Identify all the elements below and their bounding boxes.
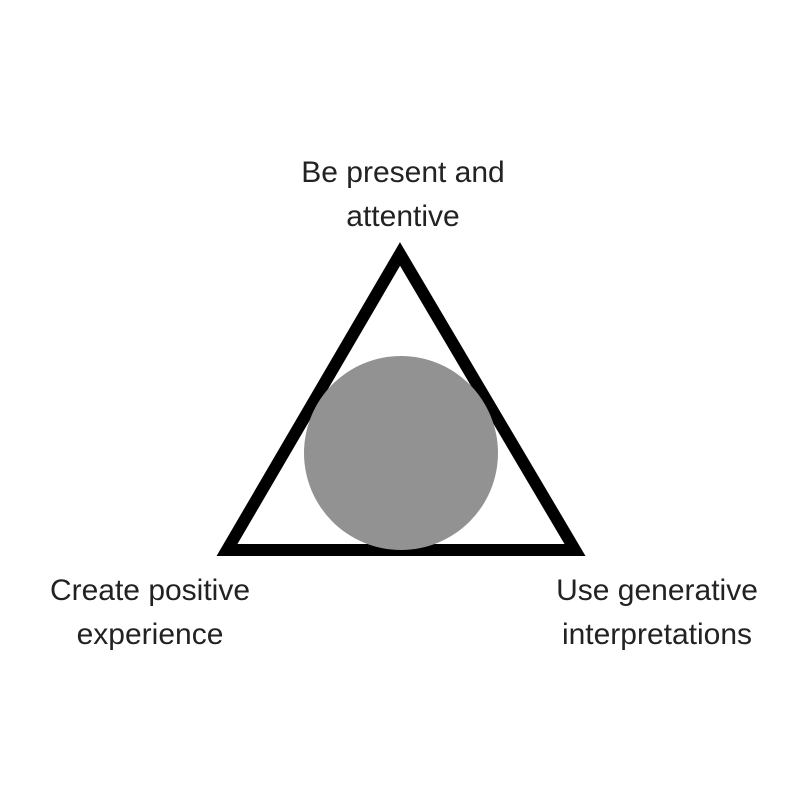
label-be-present-line2: attentive [346,200,460,233]
label-use-generative-line2: interpretations [561,618,753,651]
label-use-generative-line1: Use generative [556,574,758,607]
label-create-positive-line2: experience [76,618,224,651]
label-be-present: Be present and attentive [253,151,553,239]
label-create-positive: Create positive experience [0,569,300,657]
center-circle [304,356,498,550]
label-be-present-line1: Be present and [301,156,505,189]
label-create-positive-line1: Create positive [49,574,251,607]
label-use-generative: Use generative interpretations [514,569,800,657]
